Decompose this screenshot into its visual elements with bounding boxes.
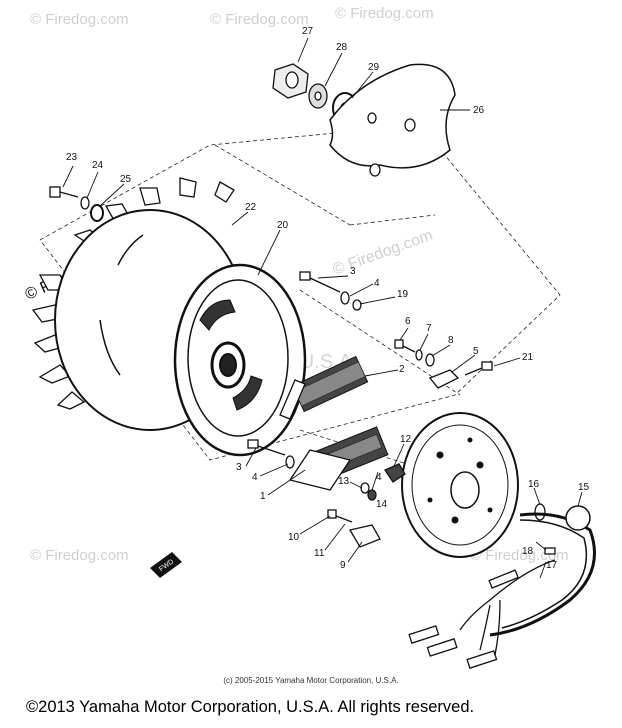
stator-plate xyxy=(401,412,519,558)
callout-3-upper: 3 xyxy=(350,266,356,277)
watermark-top-right: © Firedog.com xyxy=(335,5,434,22)
callout-18: 18 xyxy=(522,546,534,557)
watermark-bottom-left: © Firedog.com xyxy=(30,547,129,564)
callout-19: 19 xyxy=(397,289,409,300)
callout-1: 1 xyxy=(260,491,266,502)
callout-17: 17 xyxy=(546,560,558,571)
callout-16: 16 xyxy=(528,479,540,490)
callout-4-upper: 4 xyxy=(374,278,380,289)
flywheel xyxy=(31,177,307,457)
fwd-arrow: FWD xyxy=(150,552,182,578)
watermark-right-mid: © Firedog.com xyxy=(470,547,569,564)
ignition-coil-upper xyxy=(279,355,369,420)
watermark-top-left: © Firedog.com xyxy=(30,11,129,28)
callout-11: 11 xyxy=(314,548,325,559)
callout-9: 9 xyxy=(340,560,346,571)
callout-28: 28 xyxy=(336,42,348,53)
callout-14: 14 xyxy=(376,499,388,510)
callout-12: 12 xyxy=(400,434,412,445)
callout-7: 7 xyxy=(426,323,432,334)
callout-8: 8 xyxy=(448,335,454,346)
ignition-coil-lower xyxy=(288,426,389,491)
callout-15: 15 xyxy=(578,482,590,493)
flywheel-hub-bore xyxy=(219,353,237,377)
callout-26: 26 xyxy=(473,105,485,116)
diagram-copyright: (c) 2005-2015 Yamaha Motor Corporation, … xyxy=(223,676,399,685)
callout-22: 22 xyxy=(245,202,257,213)
callout-20: 20 xyxy=(277,220,289,231)
callout-5: 5 xyxy=(473,346,479,357)
callout-13: 13 xyxy=(338,476,350,487)
callout-23: 23 xyxy=(66,152,78,163)
callout-4-lower: 4 xyxy=(252,472,258,483)
callout-6: 6 xyxy=(405,316,411,327)
hardware xyxy=(49,63,556,555)
magnet-ring-inner xyxy=(187,279,289,437)
callout-24: 24 xyxy=(92,160,104,171)
footer-copyright: ©2013 Yamaha Motor Corporation, U.S.A. A… xyxy=(26,698,475,716)
callout-27: 27 xyxy=(302,26,314,37)
wire-harness xyxy=(408,505,596,669)
callout-29: 29 xyxy=(368,62,380,73)
callout-21: 21 xyxy=(522,352,534,363)
callout-labels: 27 28 29 26 23 24 25 22 20 3 4 19 6 7 8 … xyxy=(66,26,590,571)
watermark-top-mid: © Firedog.com xyxy=(210,11,309,28)
callout-10: 10 xyxy=(288,532,300,543)
callout-3-lower: 3 xyxy=(236,462,242,473)
leader-lines xyxy=(62,37,583,579)
callout-4-c: 4 xyxy=(376,472,382,483)
callout-2: 2 xyxy=(399,364,405,375)
watermark-mid: © Firedog.com xyxy=(331,227,436,279)
callout-25: 25 xyxy=(120,174,132,185)
